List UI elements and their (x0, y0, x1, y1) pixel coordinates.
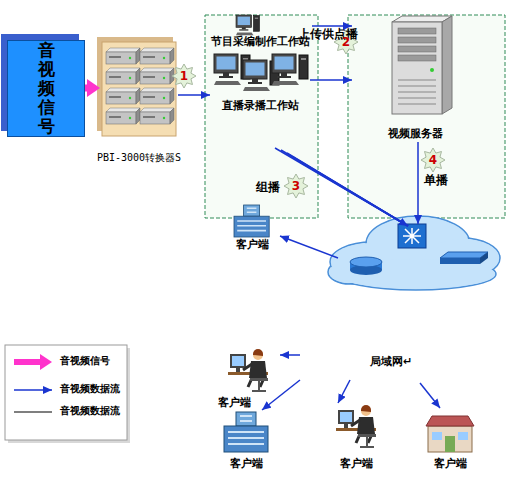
flow-connector (85, 85, 87, 92)
rack-unit (106, 88, 140, 104)
node-text: 客户端 (434, 457, 467, 470)
legend-text: 音视频数据流 (60, 383, 120, 395)
lan-arrow (420, 383, 440, 408)
client-node: 客户端 (424, 410, 476, 470)
hub-side (480, 252, 488, 264)
client-building (234, 205, 269, 237)
node-text: 直播录播工作站 (222, 99, 299, 112)
callout-number: 2 (342, 35, 350, 49)
node-text: 客户端 (236, 238, 269, 251)
callout-burst (172, 64, 196, 88)
router-top (350, 257, 382, 267)
legend-frame (5, 345, 127, 440)
rack-unit (140, 88, 174, 104)
multicast-line (293, 157, 408, 226)
stream-arrow (280, 236, 338, 258)
client-building (224, 412, 268, 452)
rack-unit (106, 48, 140, 64)
flow-connector (178, 94, 210, 96)
dashed-area (205, 15, 318, 218)
server-side (442, 16, 452, 114)
mode-label: 组播 (256, 180, 280, 194)
node-text: 音视频信号 (36, 41, 56, 136)
server-grille (398, 80, 436, 104)
switch-icon (398, 224, 426, 248)
legend-text: 音视频数据流 (60, 405, 120, 417)
rack-unit (140, 48, 174, 64)
server-bay (398, 37, 436, 43)
node-text: 节目采编制作工作站 (211, 35, 310, 48)
rack-unit (106, 108, 140, 124)
server-bay (398, 28, 436, 34)
callout-number: 3 (292, 179, 300, 193)
hub-front (440, 258, 480, 264)
legend-arrow (14, 389, 52, 391)
client-shop (426, 416, 474, 452)
rack-unit (140, 68, 174, 84)
legend-samples (14, 354, 52, 412)
multicast-line (275, 148, 408, 226)
source-box: 音视频信号 (7, 40, 85, 137)
network-label: 局域网↵ (370, 355, 412, 368)
video-server: 视频服务器 (352, 18, 478, 140)
lan-arrow (262, 380, 300, 410)
workstation: 节目采编制作工作站 (208, 14, 312, 48)
dashed-area (348, 15, 505, 218)
computer (236, 15, 259, 35)
computer (272, 54, 308, 85)
server-front (392, 22, 442, 114)
server-bay (398, 46, 436, 52)
multicast-line (281, 150, 408, 226)
rack-unit (140, 108, 174, 124)
converter-panel (102, 42, 176, 136)
client-node: 客户端 (220, 408, 272, 470)
unicast-arrow (417, 142, 419, 224)
legend-line (14, 411, 52, 412)
cloud-part (336, 258, 496, 290)
node-text: PBI-3000转换器S (97, 152, 181, 164)
hub-top (440, 252, 488, 258)
callout-burst (284, 174, 308, 198)
legend-sample (14, 390, 52, 391)
flow-connector (312, 25, 352, 27)
legend-sample (14, 412, 52, 413)
legend-sample (14, 354, 52, 370)
rack-unit (106, 68, 140, 84)
client-user (228, 349, 268, 391)
callout-number: 1 (180, 69, 188, 83)
workstation: 直播录播工作站 (210, 50, 310, 112)
callout-number: 4 (429, 153, 437, 167)
client-node: 客户端 (205, 343, 263, 409)
lan-arrow (338, 380, 350, 403)
server-bay (398, 55, 436, 61)
node-text: 客户端 (230, 457, 263, 470)
switch-arrows (403, 228, 421, 244)
flow-connector (310, 79, 352, 81)
lan-arrow (280, 354, 300, 356)
callout-burst (421, 148, 445, 172)
node-text: 客户端 (218, 396, 251, 409)
server-led (430, 68, 434, 72)
node-text: 视频服务器 (388, 127, 443, 140)
legend-text: 音视频信号 (60, 355, 110, 367)
client-node: 客户端 (226, 203, 278, 251)
mode-label: 单播 (424, 173, 448, 187)
client-user (336, 405, 376, 447)
converter-shadow (97, 37, 173, 131)
multicast-arrow (300, 162, 408, 226)
multicast-line (287, 153, 408, 226)
legend-block-arrow (14, 354, 52, 370)
client-node: 客户端 (330, 398, 382, 470)
node-text: 客户端 (340, 457, 373, 470)
converter-device: PBI-3000转换器S (100, 40, 178, 164)
